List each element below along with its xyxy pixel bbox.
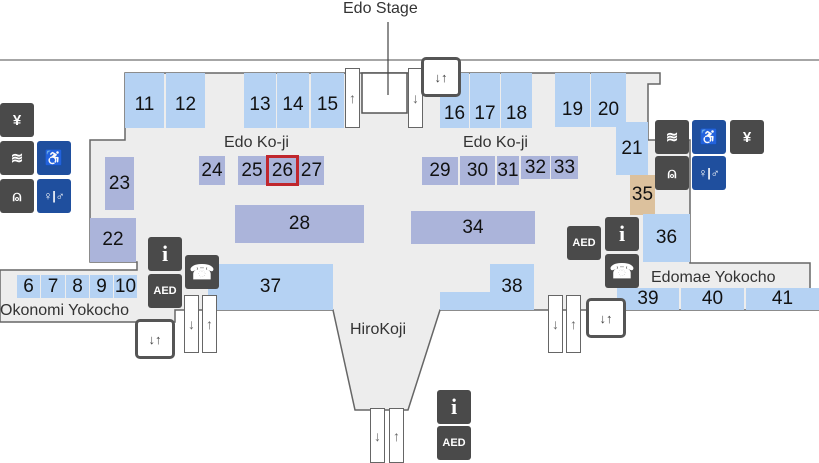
- elevator-icon[interactable]: ↓↑: [586, 298, 626, 338]
- shop-29[interactable]: 29: [422, 157, 458, 185]
- shop-23[interactable]: 23: [105, 157, 134, 210]
- shop-12[interactable]: 12: [166, 73, 205, 128]
- shop-24[interactable]: 24: [199, 156, 225, 185]
- aed-icon[interactable]: AED: [567, 226, 601, 260]
- shop-9[interactable]: 9: [90, 275, 113, 298]
- smoking-area-icon[interactable]: ≋: [655, 120, 689, 154]
- phone-icon[interactable]: ☎: [605, 254, 639, 288]
- escalator-down-icon: ↓: [370, 408, 385, 463]
- baby-changing-icon[interactable]: ⍝: [0, 179, 34, 213]
- shop-25[interactable]: 25: [238, 156, 266, 185]
- information-icon[interactable]: i: [148, 237, 182, 271]
- aed-icon[interactable]: AED: [148, 274, 182, 308]
- restroom-icon[interactable]: ♀|♂: [692, 156, 726, 190]
- escalator-up-icon: ↑: [566, 295, 581, 353]
- aed-icon[interactable]: AED: [437, 426, 471, 460]
- edo-stage-area: [361, 72, 408, 114]
- shop-36[interactable]: 36: [643, 214, 690, 262]
- shop-19[interactable]: 19: [555, 73, 590, 127]
- elevator-icon[interactable]: ↓↑: [135, 319, 175, 359]
- edomae-yokocho-label: Edomae Yokocho: [651, 269, 776, 286]
- edo-stage-label: Edo Stage: [343, 0, 418, 17]
- shop-8[interactable]: 8: [66, 275, 89, 298]
- hirokoji-label: HiroKoji: [350, 321, 407, 338]
- shop-15[interactable]: 15: [311, 73, 344, 128]
- shop-37[interactable]: 37: [208, 264, 333, 310]
- smoking-area-icon[interactable]: ≋: [0, 141, 34, 175]
- baby-changing-icon[interactable]: ⍝: [655, 156, 689, 190]
- escalator-down-icon: ↓: [184, 295, 199, 353]
- shop-34[interactable]: 34: [411, 211, 535, 244]
- information-icon[interactable]: i: [437, 390, 471, 424]
- shop-35[interactable]: 35: [630, 175, 655, 215]
- phone-icon[interactable]: ☎: [185, 255, 219, 289]
- shop-41[interactable]: 41: [746, 288, 819, 310]
- information-icon[interactable]: i: [605, 217, 639, 251]
- shop-18[interactable]: 18: [501, 73, 532, 128]
- shop-27[interactable]: 27: [299, 156, 324, 185]
- shop-13[interactable]: 13: [244, 73, 276, 128]
- accessible-restroom-icon[interactable]: ♿: [692, 120, 726, 154]
- shop-39[interactable]: 39: [617, 288, 679, 310]
- shop-40[interactable]: 40: [681, 288, 744, 310]
- elevator-icon[interactable]: ↓↑: [421, 57, 461, 97]
- shop-7[interactable]: 7: [41, 275, 65, 298]
- shop-32[interactable]: 32: [521, 156, 550, 179]
- okonomi-yokocho-label: Okonomi Yokocho: [0, 302, 129, 319]
- shop-17[interactable]: 17: [470, 73, 500, 128]
- escalator-up-icon: ↑: [389, 408, 404, 463]
- coin-locker-icon[interactable]: ¥: [0, 103, 34, 137]
- escalator-up-icon: ↑: [202, 295, 217, 353]
- shop-38-extension: [440, 292, 534, 310]
- shop-20[interactable]: 20: [591, 73, 626, 127]
- shop-33[interactable]: 33: [551, 156, 578, 179]
- shop-21[interactable]: 21: [616, 122, 648, 175]
- restroom-icon[interactable]: ♀|♂: [37, 179, 71, 213]
- shop-31[interactable]: 31: [497, 156, 519, 185]
- shop-22[interactable]: 22: [90, 218, 136, 262]
- shop-10[interactable]: 10: [114, 275, 137, 298]
- escalator-down-icon: ↓: [548, 295, 563, 353]
- shop-11[interactable]: 11: [125, 73, 164, 128]
- accessible-restroom-icon[interactable]: ♿: [37, 141, 71, 175]
- edo-koji-right-label: Edo Ko-ji: [463, 134, 528, 151]
- shop-28[interactable]: 28: [235, 205, 364, 243]
- escalator-up-icon: ↑: [345, 68, 360, 128]
- escalator-down-icon: ↓: [408, 68, 423, 128]
- shop-30[interactable]: 30: [460, 156, 495, 185]
- shop-14[interactable]: 14: [277, 73, 309, 128]
- edo-koji-left-label: Edo Ko-ji: [224, 134, 289, 151]
- shop-6[interactable]: 6: [17, 275, 40, 298]
- coin-locker-icon[interactable]: ¥: [730, 120, 764, 154]
- shop-26-selected[interactable]: 26: [266, 155, 299, 186]
